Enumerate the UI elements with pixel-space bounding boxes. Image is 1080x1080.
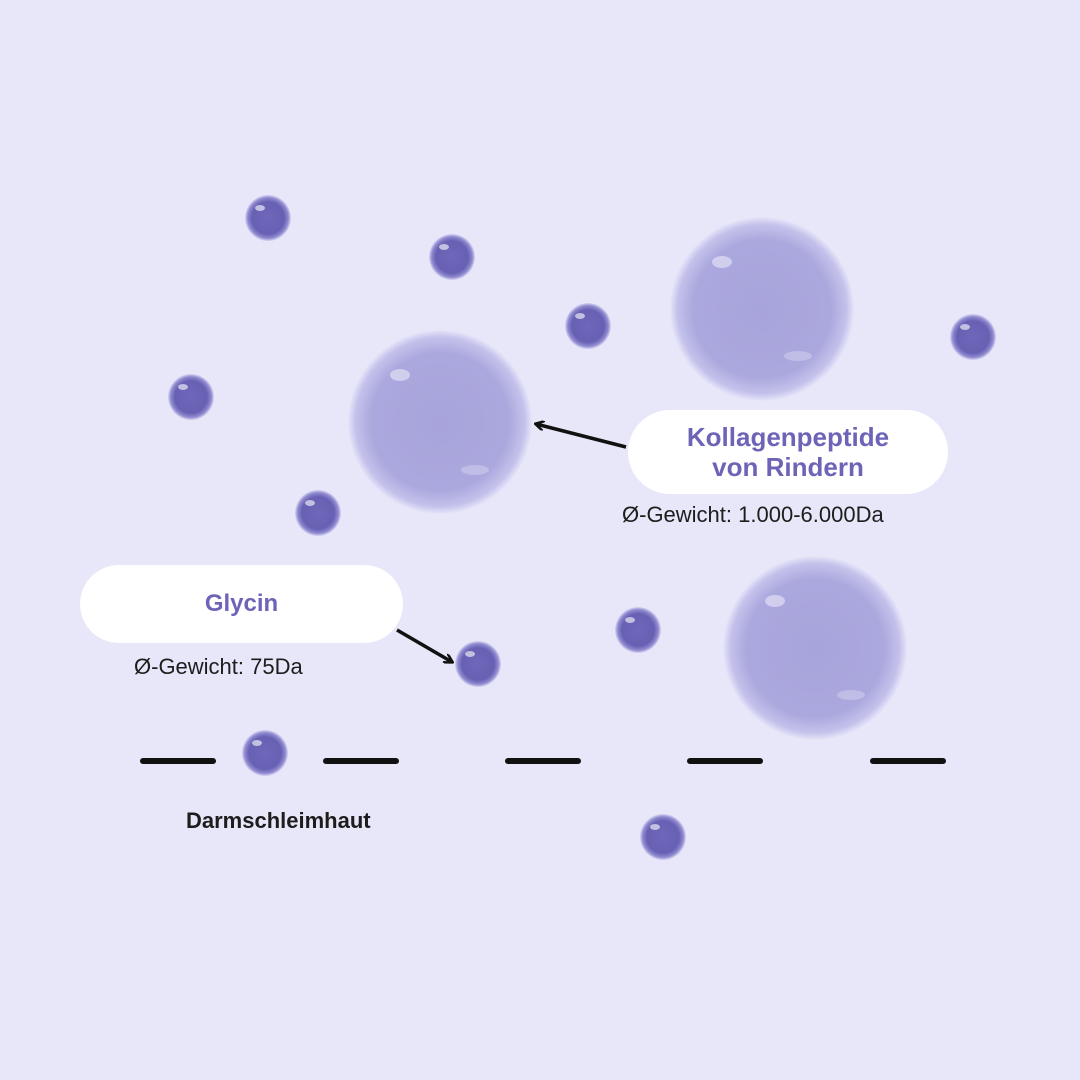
kollagen-title-line1: Kollagenpeptide	[686, 422, 890, 452]
large-bubble	[348, 330, 532, 514]
small-bubble	[295, 490, 341, 536]
glycin-label-pill: Glycin	[80, 565, 403, 643]
membrane-label: Darmschleimhaut	[186, 808, 371, 833]
arrow-to-glycin	[396, 628, 452, 662]
large-bubble	[723, 556, 907, 740]
small-bubble	[640, 814, 686, 860]
kollagen-label-pill: Kollagenpeptide von Rindern	[628, 410, 948, 494]
large-bubble	[670, 217, 854, 401]
small-bubble	[455, 641, 501, 687]
small-bubble	[565, 303, 611, 349]
small-bubble	[168, 374, 214, 420]
arrow-to-kollagen	[536, 424, 627, 449]
small-bubble	[950, 314, 996, 360]
kollagen-title-line2: von Rindern	[712, 452, 864, 482]
small-bubble	[429, 234, 475, 280]
glycin-weight: Ø-Gewicht: 75Da	[134, 654, 303, 679]
kollagen-weight: Ø-Gewicht: 1.000-6.000Da	[622, 502, 884, 527]
glycin-title: Glycin	[204, 590, 279, 617]
small-bubble	[615, 607, 661, 653]
small-bubble	[245, 195, 291, 241]
small-bubble	[242, 730, 288, 776]
